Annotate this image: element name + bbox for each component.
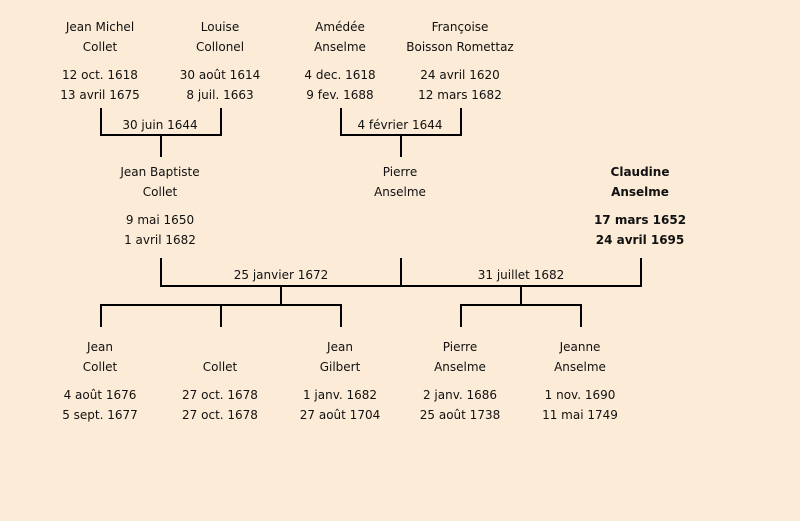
person-death: 9 fev. 1688 [306,88,374,102]
connector-children2 [460,286,582,327]
person-death: 1 avril 1682 [124,233,196,247]
person-last-name: Gilbert [319,360,361,374]
marriage-date: 30 juin 1644 [122,118,198,132]
connector-couple1 [100,108,222,157]
selected-person-first-name: Claudine [610,165,670,179]
person-last-name: Boisson Romettaz [406,40,514,54]
person-last-name: Collet [202,360,238,374]
selected-person-birth: 17 mars 1652 [593,213,687,227]
person-death: 25 août 1738 [419,408,501,422]
person-death: 8 juil. 1663 [186,88,254,102]
marriage-date: 31 juillet 1682 [477,268,565,282]
person-birth: 1 janv. 1682 [302,388,378,402]
person-first-name: Jean [87,340,113,354]
person-first-name: Jeanne [559,340,601,354]
marriage-date: 25 janvier 1672 [233,268,329,282]
person-birth: 27 oct. 1678 [182,388,258,402]
person-last-name: Collet [142,185,178,199]
person-first-name: Louise [200,20,240,34]
person-first-name: Pierre [442,340,478,354]
person-last-name: Anselme [434,360,486,374]
person-death: 27 oct. 1678 [182,408,258,422]
person-first-name: Pierre [382,165,418,179]
person-death: 13 avril 1675 [60,88,140,102]
person-last-name: Anselme [374,185,426,199]
person-last-name: Collet [82,360,118,374]
connector-children1 [100,286,342,327]
person-first-name: Jean Baptiste [120,165,200,179]
person-birth: 2 janv. 1686 [422,388,498,402]
person-last-name: Anselme [314,40,366,54]
person-first-name: Jean Michel [65,20,135,34]
connector-gen2 [160,258,642,287]
person-birth: 4 dec. 1618 [304,68,376,82]
person-death: 12 mars 1682 [418,88,502,102]
marriage-date: 4 février 1644 [357,118,443,132]
person-last-name: Collet [82,40,118,54]
person-birth: 1 nov. 1690 [544,388,616,402]
person-death: 27 août 1704 [299,408,381,422]
connector-couple2 [340,108,462,157]
person-last-name: Anselme [554,360,606,374]
person-birth: 24 avril 1620 [420,68,500,82]
selected-person-last-name: Anselme [611,185,669,199]
person-birth: 4 août 1676 [63,388,137,402]
person-birth: 9 mai 1650 [125,213,195,227]
person-first-name: Françoise [431,20,489,34]
selected-person-death: 24 avril 1695 [595,233,685,247]
person-first-name: Amédée [315,20,365,34]
person-first-name: Jean [327,340,353,354]
person-death: 11 mai 1749 [542,408,618,422]
person-birth: 12 oct. 1618 [62,68,138,82]
person-birth: 30 août 1614 [179,68,261,82]
person-death: 5 sept. 1677 [62,408,138,422]
person-last-name: Collonel [195,40,245,54]
